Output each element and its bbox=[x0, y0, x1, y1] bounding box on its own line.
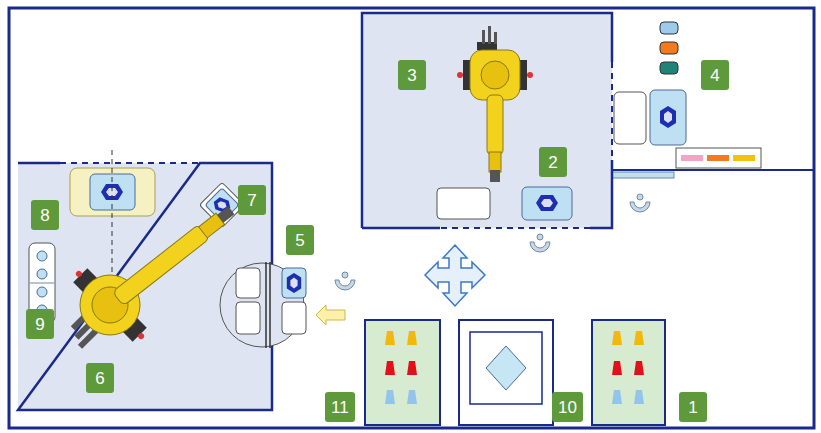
callout-number: 7 bbox=[238, 185, 266, 215]
callout-number: 9 bbox=[26, 309, 54, 339]
callout-number: 10 bbox=[552, 392, 583, 422]
robot-arm bbox=[457, 26, 533, 182]
callout-number: 4 bbox=[701, 60, 729, 90]
callout-number: 8 bbox=[31, 200, 59, 230]
callout-number: 11 bbox=[325, 392, 355, 422]
callout-number: 3 bbox=[398, 60, 426, 90]
callout-number: 6 bbox=[86, 363, 114, 393]
parts-store bbox=[614, 22, 761, 168]
callout-number: 2 bbox=[539, 147, 567, 177]
callout-number: 1 bbox=[679, 392, 707, 422]
robot-arm bbox=[65, 203, 237, 349]
callout-number: 5 bbox=[286, 225, 314, 255]
